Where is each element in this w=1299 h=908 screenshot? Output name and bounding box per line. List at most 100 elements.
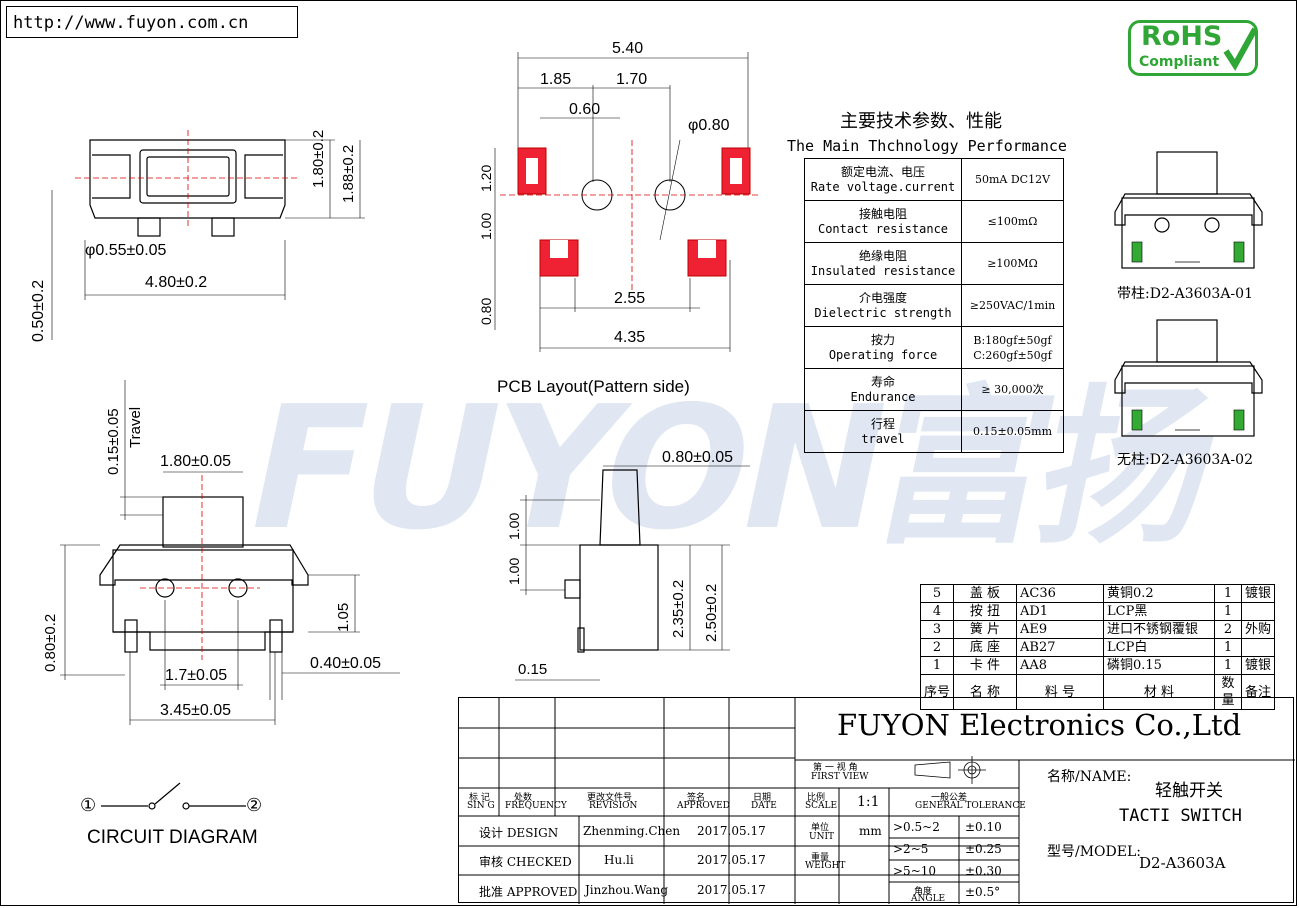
weight-cn: 重量 [811,853,830,863]
bom-qty: 1 [1214,638,1242,657]
spec-cn: 按力 [870,332,895,347]
bom-qty: 1 [1214,602,1242,621]
model-value: D2-A3603A [1139,854,1226,872]
company-name: FUYON Electronics Co.,Ltd [837,708,1242,742]
weight-en: WEIGHT [805,861,846,871]
bom-qty: 2 [1214,620,1242,639]
tol-value: ±0.25 [965,842,1002,856]
tol-range: >2~5 [893,842,929,856]
bom-note [1241,638,1275,657]
tol-range: >0.5~2 [893,820,940,834]
bom-no: 1 [920,656,954,675]
title-block: FUYON Electronics Co.,Ltd 第 一 视 角 FIRST … [458,697,1295,904]
dim-front-v: 1.05 [335,602,352,632]
spec-val: ≥ 30,000次 [961,368,1064,411]
scale-cn: 比例 [807,793,826,803]
bom-material: LCP白 [1103,638,1215,657]
bom-qty: 1 [1214,656,1242,675]
dim-front-travel-val: 0.15±0.05 [105,408,122,475]
dim-pcb-v1: 1.20 [478,164,494,192]
tol-cn: 一般公差 [931,793,968,803]
bom-header: 序号 名 称 料 号 材 料 数量 备注 [920,674,1275,710]
bom-header-cell: 料 号 [1016,674,1104,710]
spec-title-cn: 主要技术参数、性能 [840,111,1002,132]
dim-top-offset: 0.50±0.2 [30,279,47,342]
bom-table: 5 盖 板 AC36 黄铜0.2 1 镀银 4 按 扭 AD1 LCP黑 1 3… [920,584,1275,710]
dim-front-pins: 1.7±0.05 [165,667,228,684]
bom-material: LCP黑 [1103,602,1215,621]
spec-en: Endurance [850,389,916,404]
bom-note: 镀银 [1241,584,1275,603]
dim-pcb-v2: 1.00 [478,212,494,240]
spec-val: ≤100mΩ [961,200,1064,243]
spec-en: Operating force [828,347,938,362]
bom-part: AB27 [1016,638,1104,657]
designer: Zhenming.Chen [583,824,681,838]
first-view-en: FIRST VIEW [811,772,869,782]
rohs-subtitle: Compliant [1139,54,1220,70]
bom-header-cell: 序号 [920,674,954,710]
spec-cn: 额定电流、电压 [840,164,925,179]
bom-name: 底 座 [953,638,1017,657]
approved-date: 2017.05.17 [697,883,766,897]
spec-en: Contact resistance [817,221,949,236]
pcb-caption: PCB Layout(Pattern side) [497,377,690,396]
rev-en: REVISION [589,801,638,811]
checked-date: 2017.05.17 [697,853,766,867]
dim-top-width: 4.80±0.2 [145,274,208,291]
bom-header-cell: 备注 [1241,674,1275,710]
name-cn: 轻触开关 [1155,781,1223,801]
bom-name: 盖 板 [953,584,1017,603]
bom-row: 1 卡 件 AA8 磷铜0.15 1 镀银 [920,656,1275,675]
bom-part: AD1 [1016,602,1104,621]
bom-part: AC36 [1016,584,1104,603]
freq-en: FREQUENCY [505,801,567,811]
bom-material: 磷铜0.15 [1103,656,1215,675]
dim-pcb-gap: 0.60 [569,101,601,118]
bom-no: 2 [920,638,954,657]
bom-note: 镀银 [1241,656,1275,675]
variant-b-label: 无柱:D2-A3603A-02 [1117,452,1253,468]
angle-en: ANGLE [911,894,946,904]
bom-no: 4 [920,602,954,621]
bom-no: 3 [920,620,954,639]
model-label: 型号/MODEL: [1047,844,1141,860]
spec-val: 50mA DC12V [961,158,1064,201]
bom-material: 进口不锈钢覆银 [1103,620,1215,639]
spec-en: Insulated resistance [810,263,956,278]
spec-val: ≥250VAC/1min [961,284,1064,327]
bom-row: 3 簧 片 AE9 进口不锈钢覆银 2 外购 [920,620,1275,639]
rev-cn: 更改文件号 [587,793,633,803]
appr-cn: 签名 [687,793,706,803]
url-box[interactable]: http://www.fuyon.com.cn [6,6,298,38]
rohs-badge: RoHS Compliant [1128,20,1258,76]
scale-en: SCALE [805,801,838,811]
checked-label: 审核 CHECKED [479,855,572,869]
name-en: TACTI SWITCH [1119,806,1242,826]
approver: Jinzhou.Wang [585,883,669,897]
freq-cn: 处数 [514,793,533,803]
name-label: 名称/NAME: [1047,769,1132,785]
spec-cn: 行程 [870,416,895,431]
dim-side-v2: 1.00 [506,557,522,585]
dim-front-cap: 1.80±0.05 [160,453,232,470]
spec-en: travel [861,431,905,446]
bom-header-cell: 材 料 [1103,674,1215,710]
check-icon [1223,27,1258,71]
spec-val: B:180gf±50gf [973,333,1052,347]
design-label: 设计 DESIGN [479,826,559,840]
bom-part: AA8 [1016,656,1104,675]
bom-qty: 1 [1214,584,1242,603]
bom-row: 4 按 扭 AD1 LCP黑 1 [920,602,1275,621]
circuit-node-2: ② [246,795,263,815]
spec-val: ≥100MΩ [961,242,1064,285]
dim-pcb-mid: 1.70 [616,71,648,88]
circuit-label: CIRCUIT DIAGRAM [87,827,258,848]
spec-cn: 绝缘电阻 [858,248,907,263]
